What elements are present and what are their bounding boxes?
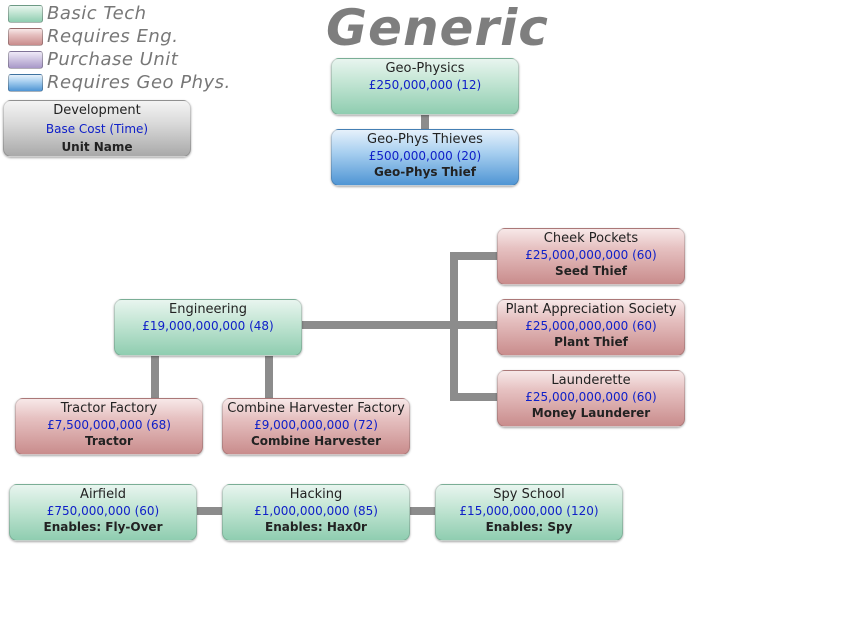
node-unit: Seed Thief [555, 264, 627, 278]
connector-geo [421, 114, 429, 130]
legend-swatch-blue [8, 73, 43, 92]
node-title: Spy School [493, 487, 565, 502]
node-geo-phys-thieves[interactable]: Geo-Phys Thieves £500,000,000 (20) Geo-P… [331, 129, 519, 186]
node-unit: Combine Harvester [250, 434, 382, 448]
legend-label: Basic Tech [47, 3, 147, 24]
node-unit: Enables: Fly-Over [43, 520, 163, 534]
page-title: Generic [326, 0, 549, 57]
node-unit: Plant Thief [554, 335, 628, 349]
node-title: Geo-Physics [385, 61, 465, 76]
node-cost: £7,500,000,000 (68) [47, 418, 171, 432]
node-hacking[interactable]: Hacking £1,000,000,000 (85) Enables: Hax… [222, 484, 410, 541]
key-node: Development Base Cost (Time) Unit Name [3, 100, 191, 157]
node-cost: £250,000,000 (12) [368, 78, 482, 92]
connector-to-combine [265, 355, 273, 400]
connector-eng-vertical [450, 252, 458, 400]
node-cost: £25,000,000,000 (60) [525, 390, 657, 404]
node-unit: Geo-Phys Thief [374, 165, 476, 179]
legend-item-basic-tech: Basic Tech [8, 2, 231, 25]
connector-airfield-hacking [195, 507, 223, 515]
node-geo-physics[interactable]: Geo-Physics £250,000,000 (12) [331, 58, 519, 115]
node-cost: £750,000,000 (60) [46, 504, 160, 518]
node-cost: £19,000,000,000 (48) [142, 319, 274, 333]
node-spy-school[interactable]: Spy School £15,000,000,000 (120) Enables… [435, 484, 623, 541]
node-launderette[interactable]: Launderette £25,000,000,000 (60) Money L… [497, 370, 685, 427]
node-title: Hacking [289, 487, 343, 502]
key-title: Development [53, 103, 141, 118]
node-unit: Enables: Spy [485, 520, 573, 534]
legend: Basic Tech Requires Eng. Purchase Unit R… [8, 2, 231, 94]
key-unit: Unit Name [61, 140, 133, 154]
connector-eng-main [300, 321, 500, 329]
connector-to-tractor [151, 355, 159, 400]
node-title: Cheek Pockets [543, 231, 639, 246]
node-title: Combine Harvester Factory [227, 401, 405, 416]
node-title: Launderette [551, 373, 631, 388]
node-cost: £25,000,000,000 (60) [525, 319, 657, 333]
connector-to-launderette [450, 393, 500, 401]
node-unit: Tractor [85, 434, 133, 448]
legend-swatch-purple [8, 50, 43, 69]
node-combine-harvester-factory[interactable]: Combine Harvester Factory £9,000,000,000… [222, 398, 410, 455]
legend-label: Requires Geo Phys. [47, 72, 231, 93]
legend-item-requires-geo-phys: Requires Geo Phys. [8, 71, 231, 94]
node-engineering[interactable]: Engineering £19,000,000,000 (48) [114, 299, 302, 356]
node-cost: £25,000,000,000 (60) [525, 248, 657, 262]
node-title: Plant Appreciation Society [505, 302, 677, 317]
key-cost: Base Cost (Time) [45, 122, 149, 136]
connector-to-cheek [450, 252, 500, 260]
node-tractor-factory[interactable]: Tractor Factory £7,500,000,000 (68) Trac… [15, 398, 203, 455]
legend-item-purchase-unit: Purchase Unit [8, 48, 231, 71]
legend-label: Requires Eng. [47, 26, 179, 47]
node-title: Engineering [169, 302, 247, 317]
node-cost: £1,000,000,000 (85) [254, 504, 378, 518]
node-unit: Money Launderer [531, 406, 651, 420]
legend-label: Purchase Unit [47, 49, 179, 70]
node-title: Geo-Phys Thieves [367, 132, 483, 147]
node-title: Tractor Factory [60, 401, 158, 416]
connector-hacking-spy [408, 507, 436, 515]
node-cost: £15,000,000,000 (120) [459, 504, 599, 518]
node-unit: Enables: Hax0r [265, 520, 367, 534]
legend-item-requires-eng: Requires Eng. [8, 25, 231, 48]
node-title: Airfield [80, 487, 126, 502]
node-cost: £500,000,000 (20) [368, 149, 482, 163]
node-cost: £9,000,000,000 (72) [254, 418, 378, 432]
legend-swatch-green [8, 4, 43, 23]
legend-swatch-red [8, 27, 43, 46]
node-cheek-pockets[interactable]: Cheek Pockets £25,000,000,000 (60) Seed … [497, 228, 685, 285]
node-plant-appreciation-society[interactable]: Plant Appreciation Society £25,000,000,0… [497, 299, 685, 356]
node-airfield[interactable]: Airfield £750,000,000 (60) Enables: Fly-… [9, 484, 197, 541]
